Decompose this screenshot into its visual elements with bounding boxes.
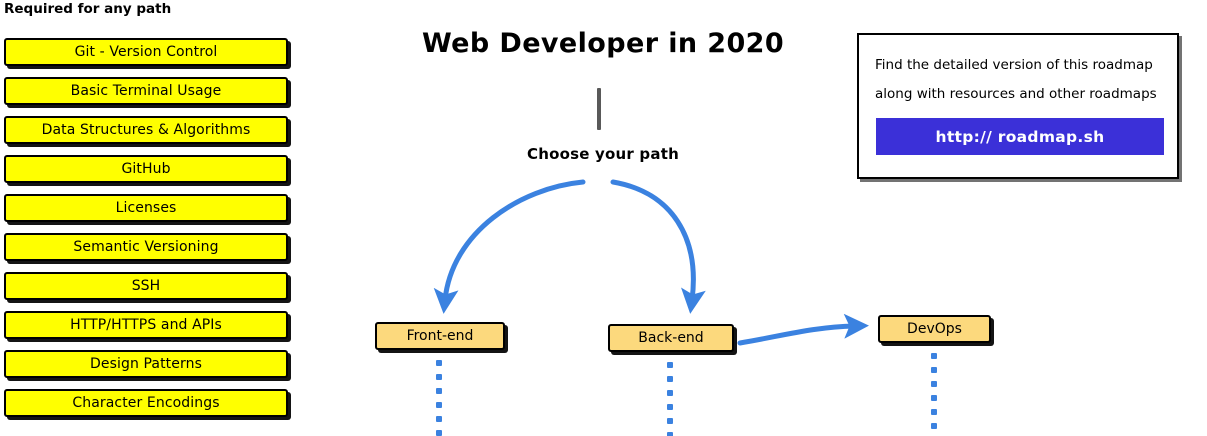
path-node-backend[interactable]: Back-end — [608, 324, 734, 352]
trail-dot — [931, 409, 937, 415]
arrow-to-backend — [610, 179, 706, 314]
topic-box-git[interactable]: Git - Version Control — [4, 38, 288, 66]
trail-dot — [436, 374, 442, 380]
topic-label: Semantic Versioning — [73, 239, 219, 255]
trail-dot — [931, 353, 937, 359]
path-node-label: DevOps — [907, 321, 962, 337]
topic-box-terminal[interactable]: Basic Terminal Usage — [4, 77, 288, 105]
topic-label: HTTP/HTTPS and APIs — [70, 317, 222, 333]
topic-box-semantic-versioning[interactable]: Semantic Versioning — [4, 233, 288, 261]
trail-dot — [667, 418, 673, 424]
trail-dot — [931, 423, 937, 429]
topic-label: Git - Version Control — [74, 44, 218, 60]
topic-label: SSH — [131, 278, 161, 294]
trail-dot — [667, 432, 673, 436]
topic-box-ssh[interactable]: SSH — [4, 272, 288, 300]
path-node-devops[interactable]: DevOps — [878, 315, 991, 343]
trail-dot — [436, 416, 442, 422]
trail-dot — [931, 381, 937, 387]
dotted-trail-frontend — [436, 360, 442, 436]
roadmap-link-label: http:// roadmap.sh — [935, 127, 1105, 146]
trail-dot — [931, 395, 937, 401]
roadmap-link-button[interactable]: http:// roadmap.sh — [876, 118, 1164, 155]
info-card: Find the detailed version of this roadma… — [857, 33, 1179, 179]
arrow-backend-to-devops — [737, 313, 869, 346]
trail-dot — [436, 430, 442, 436]
topic-box-github[interactable]: GitHub — [4, 155, 288, 183]
topic-box-data-structures[interactable]: Data Structures & Algorithms — [4, 116, 288, 144]
trail-dot — [667, 376, 673, 382]
trail-dot — [931, 367, 937, 373]
trail-dot — [436, 402, 442, 408]
topic-box-http-apis[interactable]: HTTP/HTTPS and APIs — [4, 311, 288, 339]
choose-your-path-label: Choose your path — [527, 145, 679, 163]
trail-dot — [436, 388, 442, 394]
topic-box-design-patterns[interactable]: Design Patterns — [4, 350, 288, 378]
dotted-trail-backend — [667, 362, 673, 436]
topic-label: Licenses — [115, 200, 177, 216]
topic-label: GitHub — [121, 161, 171, 177]
topic-box-licenses[interactable]: Licenses — [4, 194, 288, 222]
topic-label: Character Encodings — [72, 395, 220, 411]
arrow-to-frontend — [433, 179, 586, 314]
topic-label: Basic Terminal Usage — [70, 83, 222, 99]
topic-label: Data Structures & Algorithms — [41, 122, 251, 138]
trail-dot — [667, 390, 673, 396]
required-topics-heading: Required for any path — [4, 1, 172, 17]
info-card-line-1: Find the detailed version of this roadma… — [875, 57, 1153, 73]
topic-box-character-encodings[interactable]: Character Encodings — [4, 389, 288, 417]
topic-label: Design Patterns — [90, 356, 202, 372]
info-card-line-2: along with resources and other roadmaps — [875, 86, 1157, 102]
required-topics-panel: Required for any path Git - Version Cont… — [4, 0, 296, 436]
path-node-frontend[interactable]: Front-end — [375, 322, 505, 350]
trail-dot — [667, 362, 673, 368]
path-node-label: Front-end — [406, 328, 474, 344]
dotted-trail-devops — [931, 353, 937, 436]
trail-dot — [436, 360, 442, 366]
title-stem-line — [597, 88, 601, 130]
trail-dot — [667, 404, 673, 410]
page-title: Web Developer in 2020 — [421, 28, 785, 59]
path-node-label: Back-end — [638, 330, 704, 346]
